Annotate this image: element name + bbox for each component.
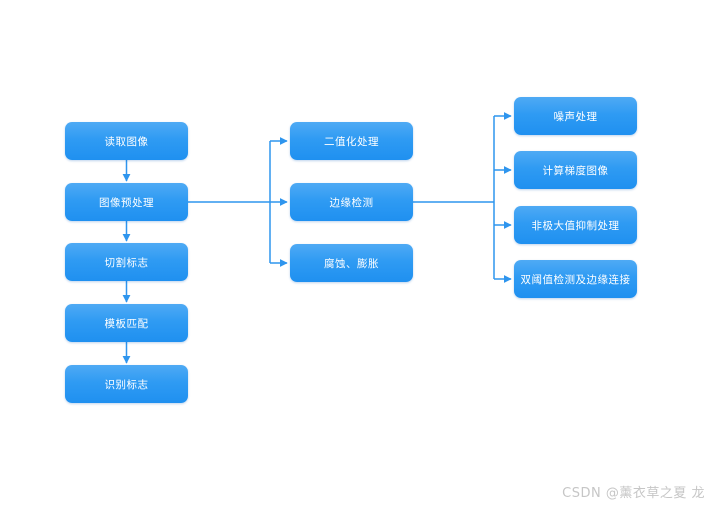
csdn-watermark: CSDN @薰衣草之夏 龙 bbox=[562, 486, 705, 501]
node-label: 读取图像 bbox=[104, 135, 149, 148]
node-label: 计算梯度图像 bbox=[542, 164, 609, 177]
flow-node-erosion-dilation: 腐蚀、膨胀 bbox=[290, 244, 413, 282]
node-label: 双阈值检测及边缘连接 bbox=[520, 273, 631, 286]
node-label: 切割标志 bbox=[104, 256, 149, 269]
flow-node-non-max-suppression: 非极大值抑制处理 bbox=[514, 206, 637, 244]
node-label: 腐蚀、膨胀 bbox=[324, 257, 379, 270]
node-label: 模板匹配 bbox=[104, 317, 149, 330]
flow-node-image-preprocess: 图像预处理 bbox=[65, 183, 188, 221]
node-label: 二值化处理 bbox=[324, 135, 379, 148]
flow-node-double-threshold-edge-link: 双阈值检测及边缘连接 bbox=[514, 260, 637, 298]
flow-node-recognize-sign: 识别标志 bbox=[65, 365, 188, 403]
node-label: 噪声处理 bbox=[553, 110, 598, 123]
node-label: 图像预处理 bbox=[99, 196, 154, 209]
flow-node-binarization: 二值化处理 bbox=[290, 122, 413, 160]
flow-node-gradient-image: 计算梯度图像 bbox=[514, 151, 637, 189]
flow-node-edge-detection: 边缘检测 bbox=[290, 183, 413, 221]
flow-node-crop-sign: 切割标志 bbox=[65, 243, 188, 281]
flow-node-noise-processing: 噪声处理 bbox=[514, 97, 637, 135]
flow-node-template-match: 模板匹配 bbox=[65, 304, 188, 342]
node-label: 边缘检测 bbox=[329, 196, 374, 209]
flow-node-read-image: 读取图像 bbox=[65, 122, 188, 160]
node-label: 识别标志 bbox=[104, 378, 149, 391]
node-label: 非极大值抑制处理 bbox=[531, 219, 620, 232]
